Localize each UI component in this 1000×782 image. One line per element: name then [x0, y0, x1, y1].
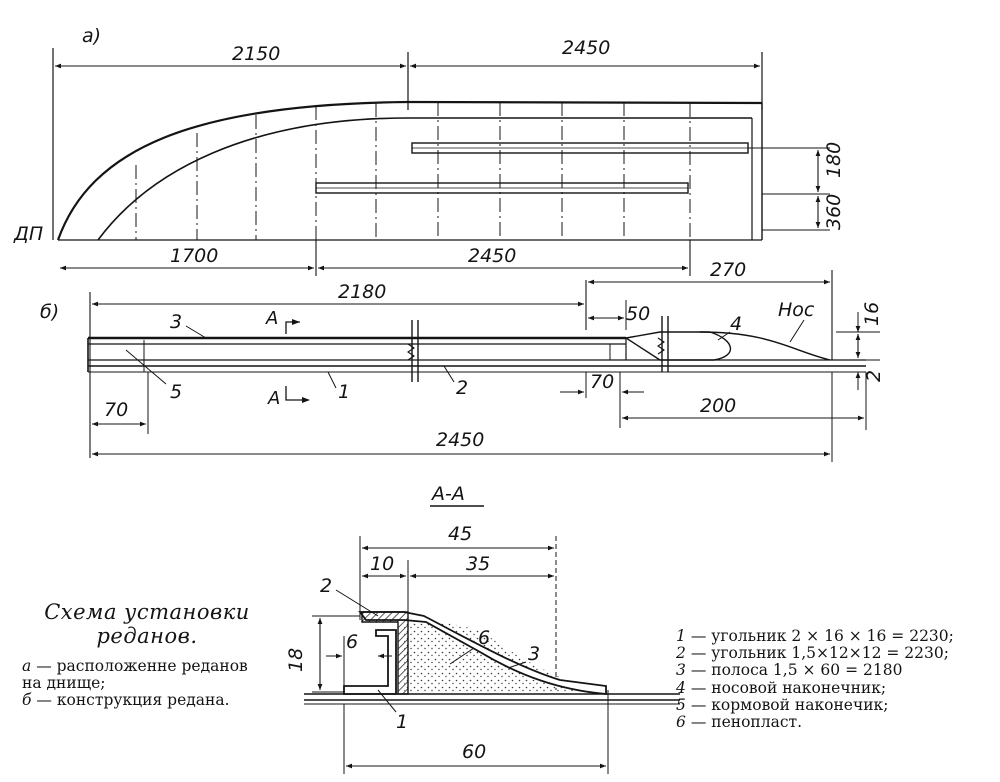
dp-label: ДП	[13, 223, 43, 245]
caption-note: б — конструкция редана.	[22, 692, 272, 709]
view-a-label: а)	[82, 25, 101, 47]
dim-200: 200	[700, 395, 736, 417]
legend-key: 1	[676, 627, 686, 645]
dim-1700: 1700	[170, 245, 218, 267]
figure-caption: Схема установки реданов. а — расположенн…	[22, 600, 272, 709]
caption-note: а — расположенне реданов на днище;	[22, 658, 272, 692]
sec-part-3: 3	[528, 643, 540, 665]
legend-item: 5 — кормовой наконечик;	[676, 695, 954, 714]
section-mark-lower: А	[267, 388, 280, 409]
legend-key: 3	[676, 661, 686, 680]
part-num-4: 4	[730, 313, 742, 335]
nose-curve	[699, 331, 831, 361]
legend-item: 6 — пенопласт.	[676, 713, 954, 732]
bow-tip	[624, 331, 732, 361]
part-num-2: 2	[456, 377, 468, 399]
parts-legend: 1 — угольник 2 × 16 × 16 = 2230; 2 — уго…	[676, 627, 954, 732]
legend-key: 2	[676, 644, 686, 663]
dim-2180: 2180	[338, 281, 386, 303]
legend-item: 4 — носовой наконечник;	[676, 678, 954, 697]
caption-note-text: — конструкция редана.	[36, 691, 230, 709]
view-a-plan: а) 2150 2450	[13, 25, 845, 276]
dim-10: 10	[370, 553, 394, 575]
caption-note-key: а	[22, 657, 32, 675]
dim-2450-overall: 2450	[436, 429, 484, 451]
sec-part-2: 2	[320, 575, 332, 597]
section-mark-upper: А	[265, 308, 278, 329]
part-num-1: 1	[338, 381, 350, 403]
dim-2450-bottom: 2450	[468, 245, 516, 267]
strip-3	[358, 611, 607, 695]
legend-key: 4	[676, 678, 686, 697]
legend-text: — носовой наконечник;	[690, 678, 887, 697]
angle-1	[343, 629, 397, 695]
dim-270: 270	[710, 259, 746, 281]
dim-18: 18	[285, 648, 307, 672]
dim-16: 16	[861, 302, 883, 326]
angle-2	[361, 611, 409, 695]
legend-key: 6	[676, 713, 686, 732]
dim-70-right: 70	[590, 371, 614, 393]
caption-title: Схема установки реданов.	[44, 600, 250, 648]
section-a-a: А-А 45 10 35 18 6	[285, 483, 680, 774]
view-b-label: б)	[40, 301, 59, 323]
legend-text: — кормовой наконечик;	[690, 695, 889, 714]
legend-item: 2 — угольник 1,5×12×12 = 2230;	[676, 645, 954, 662]
legend-text: — угольник 1,5×12×12 = 2230;	[690, 644, 949, 663]
sec-part-1: 1	[396, 711, 408, 733]
dim-70-left: 70	[104, 399, 128, 421]
dim-180: 180	[823, 142, 845, 178]
caption-notes: а — расположенне реданов на днище; б — к…	[22, 658, 272, 709]
dim-6: 6	[346, 631, 358, 653]
dim-2: 2	[863, 370, 885, 382]
caption-note-key: б	[22, 691, 32, 709]
caption-note-text: — расположенне реданов на днище;	[22, 657, 248, 692]
dim-45: 45	[448, 523, 472, 545]
view-b-profile: б) 2180 270 50 Нос	[40, 259, 885, 462]
part-num-3: 3	[170, 311, 182, 333]
dim-2150: 2150	[232, 43, 280, 65]
hull-inner-curve	[97, 117, 752, 241]
sec-part-6: 6	[478, 627, 490, 649]
legend-item: 3 — полоса 1,5 × 60 = 2180	[676, 662, 954, 679]
part-num-5: 5	[170, 381, 182, 403]
dim-35: 35	[466, 553, 490, 575]
legend-item: 1 — угольник 2 × 16 × 16 = 2230;	[676, 627, 954, 645]
dim-60: 60	[462, 741, 486, 763]
legend-text: — пенопласт.	[690, 713, 803, 732]
nose-label: Нос	[778, 299, 815, 321]
section-title: А-А	[430, 483, 465, 505]
dim-2450-top: 2450	[562, 37, 610, 59]
legend-text: — полоса 1,5 × 60 = 2180	[690, 661, 903, 680]
dim-50: 50	[626, 303, 650, 325]
hull-outer-curve	[56, 100, 763, 241]
dim-360: 360	[823, 194, 845, 230]
legend-key: 5	[676, 695, 686, 714]
legend-text: — угольник 2 × 16 × 16 = 2230;	[690, 627, 954, 645]
